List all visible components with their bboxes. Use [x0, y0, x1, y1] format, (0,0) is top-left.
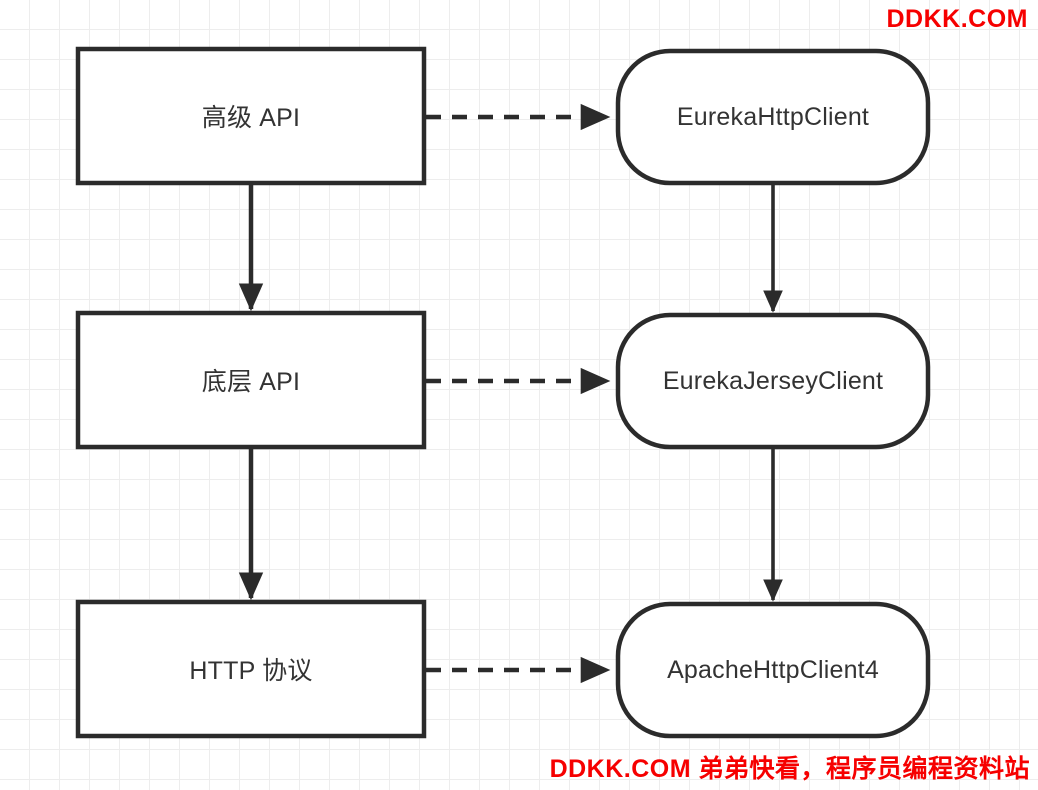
- node-eureka-jersey-client[interactable]: [615, 312, 931, 450]
- watermark-bottom-right: DDKK.COM 弟弟快看，程序员编程资料站: [549, 755, 1030, 783]
- node-high-level-api[interactable]: [75, 46, 427, 186]
- node-apache-http-client4[interactable]: [615, 601, 931, 739]
- node-http-protocol[interactable]: [75, 599, 427, 739]
- node-eureka-http-client[interactable]: [615, 48, 931, 186]
- node-low-level-api[interactable]: [75, 310, 427, 450]
- watermark-top-right: DDKK.COM: [886, 5, 1028, 33]
